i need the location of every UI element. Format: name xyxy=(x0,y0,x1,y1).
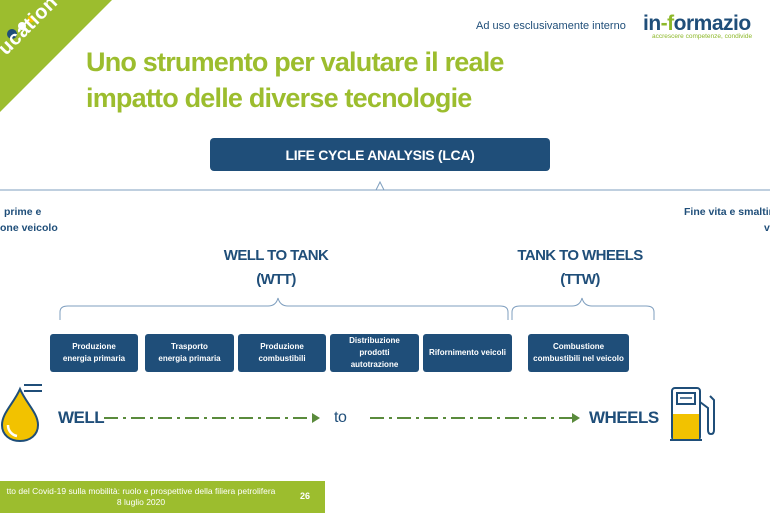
step-line-1: Combustione xyxy=(552,342,605,351)
wtt-group-label: WELL TO TANK (WTT) xyxy=(206,244,346,292)
brand-post: ormazio xyxy=(673,12,752,35)
step-line-2: energia primaria xyxy=(158,354,221,363)
lca-header-box: LIFE CYCLE ANALYSIS (LCA) xyxy=(210,138,550,171)
step-box: Rifornimento veicoli xyxy=(423,334,512,372)
corner-triangle xyxy=(0,0,112,112)
brand-pre: in xyxy=(643,12,661,35)
page-number: 26 xyxy=(300,491,311,501)
end-of-life-line-1: Fine vita e smaltin xyxy=(684,206,770,218)
ttw-group-label: TANK TO WHEELS (TTW) xyxy=(500,244,660,292)
diagram-connectors xyxy=(0,180,770,320)
internal-use-note: Ad uso esclusivamente interno xyxy=(476,20,626,32)
ttw-abbrev: (TTW) xyxy=(560,271,600,288)
step-box: Combustione combustibili nel veicolo xyxy=(528,334,629,372)
step-line-1: Produzione xyxy=(72,342,116,351)
step-box: Produzione energia primaria xyxy=(50,334,138,372)
raw-materials-line-1: prime e xyxy=(4,206,42,218)
brand-tagline: accrescere competenze, condivide xyxy=(652,33,753,40)
title-line-1: Uno strumento per valutare il reale xyxy=(86,47,504,77)
step-line-1: Rifornimento veicoli xyxy=(429,348,506,357)
flow-start-label: WELL xyxy=(58,408,105,427)
end-of-life-label: Fine vita e smaltin ve xyxy=(684,204,770,236)
step-line-1: Distribuzione prodotti xyxy=(349,336,400,357)
end-of-life-line-2: ve xyxy=(764,222,770,234)
oil-drop-icon xyxy=(0,384,42,443)
step-line-2: energia primaria xyxy=(62,354,126,363)
flow-arrow-right xyxy=(370,413,580,423)
brand-logo: in-formazio xyxy=(643,12,751,36)
flow-arrow-left xyxy=(104,413,320,423)
brand-mark: -f xyxy=(660,12,675,35)
footer-line-2: 8 luglio 2020 xyxy=(116,497,166,507)
ttw-title: TANK TO WHEELS xyxy=(517,247,643,264)
step-box: Distribuzione prodotti autotrazione xyxy=(330,334,419,372)
raw-materials-label: prime e one veicolo xyxy=(0,204,58,236)
step-box: Trasporto energia primaria xyxy=(145,334,234,372)
flow-middle-label: to xyxy=(334,409,347,426)
title-line-2: impatto delle diverse tecnologie xyxy=(86,83,472,113)
step-line-2: combustibili nel veicolo xyxy=(533,354,624,363)
dots-icon xyxy=(7,29,17,39)
step-line-2: combustibili xyxy=(258,354,306,363)
footer-text: tto del Covid-19 sulla mobilità: ruolo e… xyxy=(0,486,282,508)
ttw-brace xyxy=(511,297,655,320)
step-box: Produzione combustibili xyxy=(238,334,326,372)
education-corner-logo: ucation xyxy=(0,0,115,115)
step-line-1: Trasporto xyxy=(171,342,208,351)
raw-materials-line-2: one veicolo xyxy=(0,222,58,234)
wtt-brace xyxy=(59,297,509,320)
footer-bar: tto del Covid-19 sulla mobilità: ruolo e… xyxy=(0,481,325,513)
flow-end-label: WHEELS xyxy=(589,408,659,427)
fuel-pump-icon xyxy=(670,387,715,441)
step-line-1: Produzione xyxy=(260,342,304,351)
footer-line-1: tto del Covid-19 sulla mobilità: ruolo e… xyxy=(6,486,276,496)
step-line-2: autotrazione xyxy=(350,360,399,369)
page-title: Uno strumento per valutare il reale impa… xyxy=(86,44,646,116)
wtt-abbrev: (WTT) xyxy=(256,271,296,288)
wtt-title: WELL TO TANK xyxy=(223,247,329,264)
